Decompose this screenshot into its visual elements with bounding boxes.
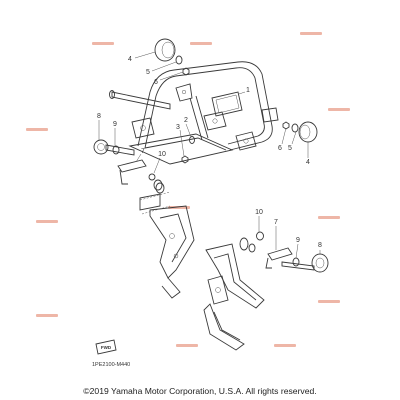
callout-9-right: 9: [296, 237, 300, 244]
front-direction-icon: FWD: [95, 339, 117, 355]
callout-6-right: 6: [278, 145, 282, 152]
callout-9-left: 9: [113, 121, 117, 128]
end-cap-right: [281, 121, 318, 158]
callout-5-top: 5: [146, 69, 150, 76]
reflector-part-1: [211, 91, 246, 117]
pivot-assembly-left: [93, 120, 163, 191]
frame-assembly: [109, 61, 279, 165]
copyright-notice: ©2019 Yamaha Motor Corporation, U.S.A. A…: [83, 386, 317, 396]
callout-4-top: 4: [128, 56, 132, 63]
callout-labels: 1 2 3 4 4 5 5 6 6 7 7 8 8 9 9 10 10: [97, 56, 322, 249]
watermark-stamps: [26, 32, 350, 347]
callout-1: 1: [246, 87, 250, 94]
pivot-assembly-right: [256, 216, 329, 273]
callout-6-top: 6: [154, 79, 158, 86]
callout-10-right: 10: [255, 209, 263, 216]
callout-7-left: 7: [141, 148, 145, 155]
bushing-parts: [179, 123, 195, 164]
svg-text:FWD: FWD: [101, 345, 112, 350]
callout-5-right: 5: [288, 145, 292, 152]
step-bracket-right: [203, 237, 265, 351]
callout-4-right: 4: [306, 159, 310, 166]
end-cap-left: [134, 38, 190, 81]
drawing-code: 1PE2100-M440: [92, 362, 130, 368]
callout-10-left: 10: [158, 151, 166, 158]
callout-2: 2: [184, 117, 188, 124]
step-bracket-left: [139, 182, 195, 299]
callout-8-left: 8: [97, 113, 101, 120]
callout-3: 3: [176, 124, 180, 131]
callout-7-right: 7: [274, 219, 278, 226]
callout-8-right: 8: [318, 242, 322, 249]
